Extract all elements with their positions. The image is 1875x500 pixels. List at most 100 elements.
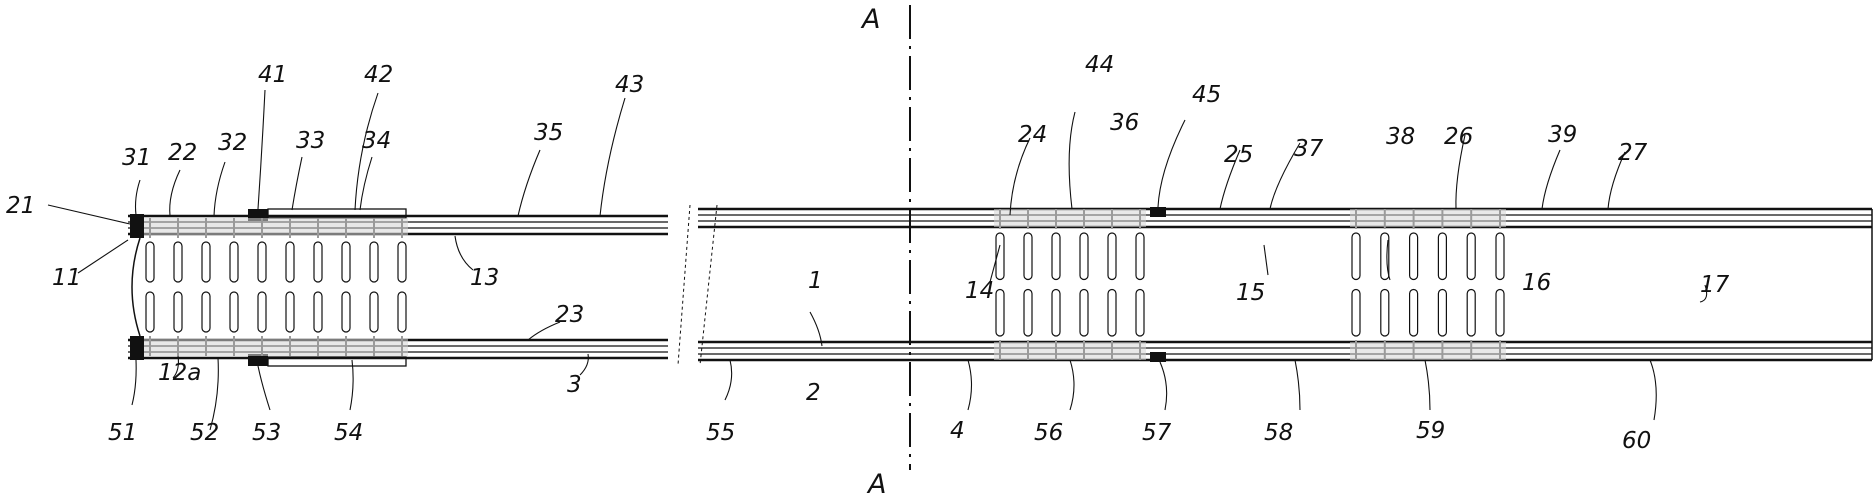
slot-upper (258, 242, 266, 282)
slot-lower (174, 292, 182, 332)
upper-wall-right (698, 209, 1872, 227)
slot-lower (370, 292, 378, 332)
label-13: 13 (470, 265, 499, 291)
label-55: 55 (706, 420, 735, 446)
label-25: 25 (1224, 142, 1253, 168)
rib-band-bottom (994, 342, 1146, 360)
label-3: 3 (567, 372, 582, 398)
label-16: 16 (1522, 270, 1551, 296)
label-34: 34 (362, 128, 391, 154)
slot-upper (1438, 233, 1446, 280)
section-label-top: A (860, 4, 880, 35)
end-seal-bottom (130, 336, 144, 360)
label-27: 27 (1618, 140, 1648, 166)
slot-upper (1136, 233, 1144, 280)
slot-upper (370, 242, 378, 282)
slot-lower (146, 292, 154, 332)
label-54: 54 (334, 420, 363, 446)
end-seal-top (130, 214, 144, 238)
slot-lower (1080, 290, 1088, 337)
slot-upper (1052, 233, 1060, 280)
label-43: 43 (615, 72, 644, 98)
label-44: 44 (1085, 52, 1114, 78)
slot-upper (230, 242, 238, 282)
clamp-block-bottom (1150, 352, 1166, 362)
label-36: 36 (1110, 110, 1139, 136)
tube-section-left (128, 209, 668, 366)
rib-band-top (144, 218, 408, 236)
label-14: 14 (965, 278, 994, 304)
label-12a: 12a (158, 360, 201, 386)
slot-lower (1410, 290, 1418, 337)
slot-lower (1052, 290, 1060, 337)
tube-end-face (132, 238, 140, 336)
label-58: 58 (1264, 420, 1293, 446)
slot-lower (258, 292, 266, 332)
label-4: 4 (950, 418, 965, 444)
slot-lower (996, 290, 1004, 337)
slot-lower (1108, 290, 1116, 337)
rib-band-top (994, 209, 1146, 227)
label-53: 53 (252, 420, 281, 446)
section-label-bottom: A (866, 469, 886, 500)
label-57: 57 (1142, 420, 1172, 446)
label-35: 35 (534, 120, 563, 146)
slot-upper (314, 242, 322, 282)
label-11: 11 (52, 265, 81, 291)
label-22: 22 (168, 140, 197, 166)
label-39: 39 (1548, 122, 1577, 148)
label-60: 60 (1622, 428, 1651, 454)
slot-upper (1410, 233, 1418, 280)
label-21: 21 (6, 193, 35, 219)
label-31: 31 (122, 145, 151, 171)
slot-lower (230, 292, 238, 332)
slot-upper (1496, 233, 1504, 280)
rib-pattern-left (144, 218, 408, 356)
label-23: 23 (555, 302, 584, 328)
label-38: 38 (1386, 124, 1415, 150)
label-2: 2 (806, 380, 821, 406)
label-1: 1 (808, 268, 823, 294)
lower-wall-right (698, 342, 1872, 360)
slot-lower (1024, 290, 1032, 337)
slot-upper (1352, 233, 1360, 280)
slot-lower (342, 292, 350, 332)
label-51: 51 (108, 420, 137, 446)
slot-upper (202, 242, 210, 282)
slot-lower (1496, 290, 1504, 337)
label-24: 24 (1018, 122, 1047, 148)
slot-upper (286, 242, 294, 282)
tube-section-right (698, 207, 1872, 362)
slot-upper (342, 242, 350, 282)
slot-upper (1024, 233, 1032, 280)
label-59: 59 (1416, 418, 1445, 444)
slot-lower (1467, 290, 1475, 337)
label-41: 41 (258, 62, 287, 88)
label-15: 15 (1236, 280, 1265, 306)
slot-upper (398, 242, 406, 282)
slot-upper (146, 242, 154, 282)
label-37: 37 (1294, 136, 1324, 162)
slot-upper (174, 242, 182, 282)
label-45: 45 (1192, 82, 1221, 108)
slot-upper (1467, 233, 1475, 280)
slot-lower (1352, 290, 1360, 337)
rib-band-bottom (1350, 342, 1506, 360)
rib-pattern-right-a (994, 209, 1146, 360)
label-52: 52 (190, 420, 219, 446)
slot-lower (398, 292, 406, 332)
rib-pattern-right-b (1350, 209, 1506, 360)
rib-band-top (1350, 209, 1506, 227)
slot-upper (1080, 233, 1088, 280)
slot-lower (1438, 290, 1446, 337)
slot-lower (1136, 290, 1144, 337)
slot-lower (286, 292, 294, 332)
slot-lower (202, 292, 210, 332)
label-32: 32 (218, 130, 247, 156)
rib-band-bottom (144, 338, 408, 356)
slot-upper (1108, 233, 1116, 280)
clamp-block-top (1150, 207, 1166, 217)
label-26: 26 (1444, 124, 1473, 150)
label-42: 42 (364, 62, 393, 88)
